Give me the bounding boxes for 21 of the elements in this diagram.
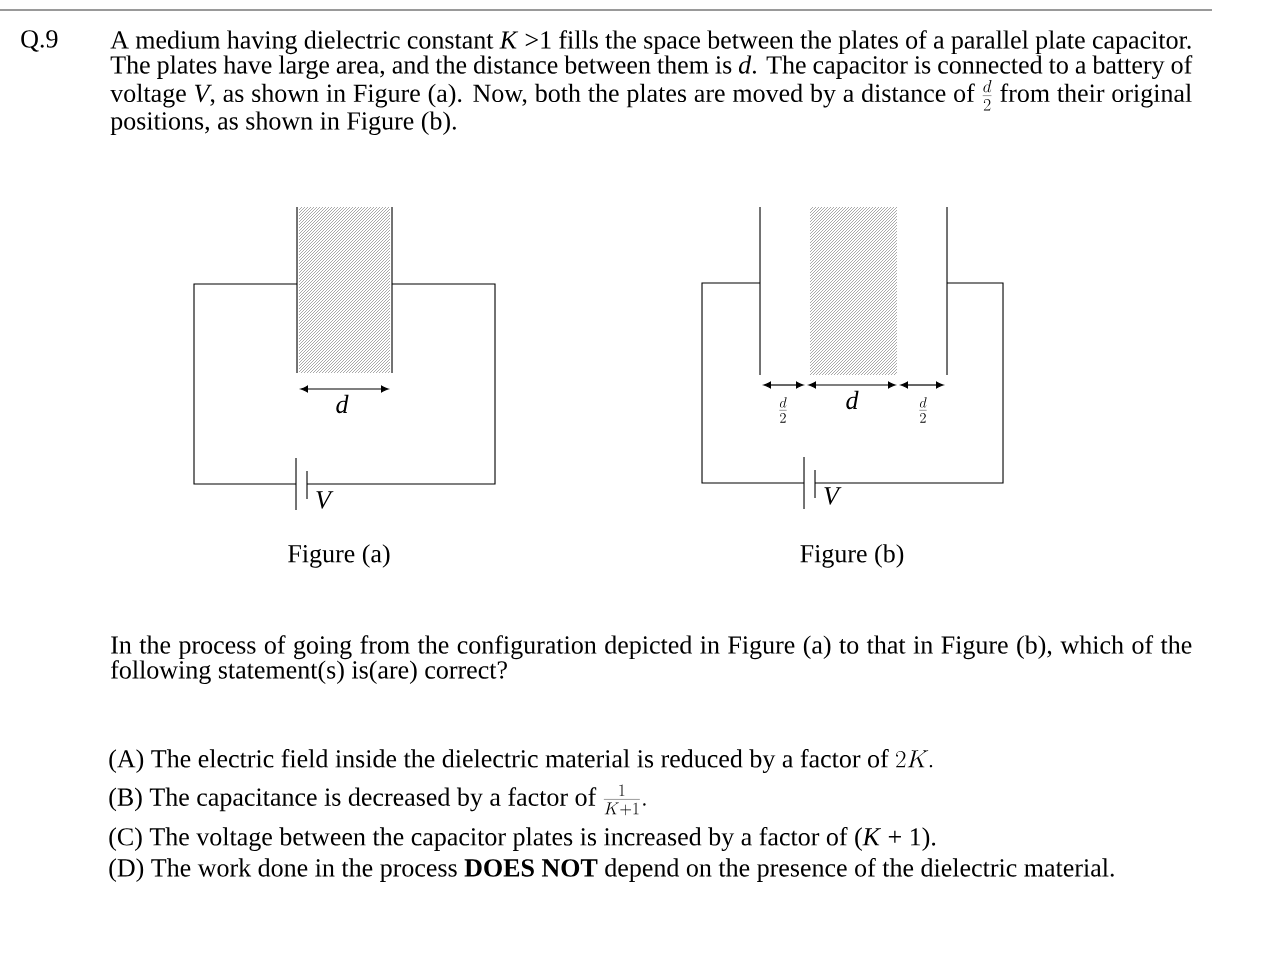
label: positions, as shown in Figure (b). (110, 111, 456, 136)
figure-caption: Figure (b) (800, 544, 904, 568)
option-text: (A) The electric field inside the dielectric material is reduced by a factor of $2K.$ (109, 749, 933, 773)
option-text: (C) The voltage between the capacitor plates is increased by a factor of (K + 1). (109, 827, 936, 851)
label: from their original (1000, 83, 1192, 108)
dimension-label: d (846, 390, 859, 410)
battery-label: V (824, 487, 842, 505)
label: $\frac{d}{2}$ (982, 80, 992, 111)
option-text: (B) The capacitance is decreased by a factor of $\frac{1}{K+1}.$ (109, 784, 646, 816)
battery-label: V (316, 491, 334, 509)
dimension-label: d (336, 394, 349, 414)
label: voltage V, as shown in Figure (a). Now, both the plates are moved by a distance of (110, 83, 975, 108)
dimension-label: $\frac{d}{2}$ (779, 397, 787, 423)
label: The plates have large area, and the distance between them is d. The capacitor is connected to a battery of (110, 55, 1193, 80)
label: A medium having dielectric constant K >1 fills the space between the plates of a parallel plate capacitor. (110, 30, 1191, 55)
question-text: In the process of going from the configuration depicted in Figure (a) to that in Figure (b), which of the following statement(s) is(are) correct? (111, 635, 1192, 685)
question-text: A medium having dielectric constant K >1 fills the space between the plates of a parallel plate capacitor. The plates have large area, and the distance between them is d. The capacitor is connected to a battery of voltage V, as shown in Figure (a). Now, both the plates are moved by a distance of $\frac{d}{2}$ from their original positions, as shown in Figure (b). (110, 30, 1193, 136)
figure-caption: Figure (a) (288, 544, 390, 568)
dimension-label: $\frac{d}{2}$ (919, 397, 927, 423)
question-number: Q.9 (21, 30, 58, 52)
option-text: (D) The work done in the process DOES NOT depend on the presence of the dielectric material. (109, 858, 1114, 882)
